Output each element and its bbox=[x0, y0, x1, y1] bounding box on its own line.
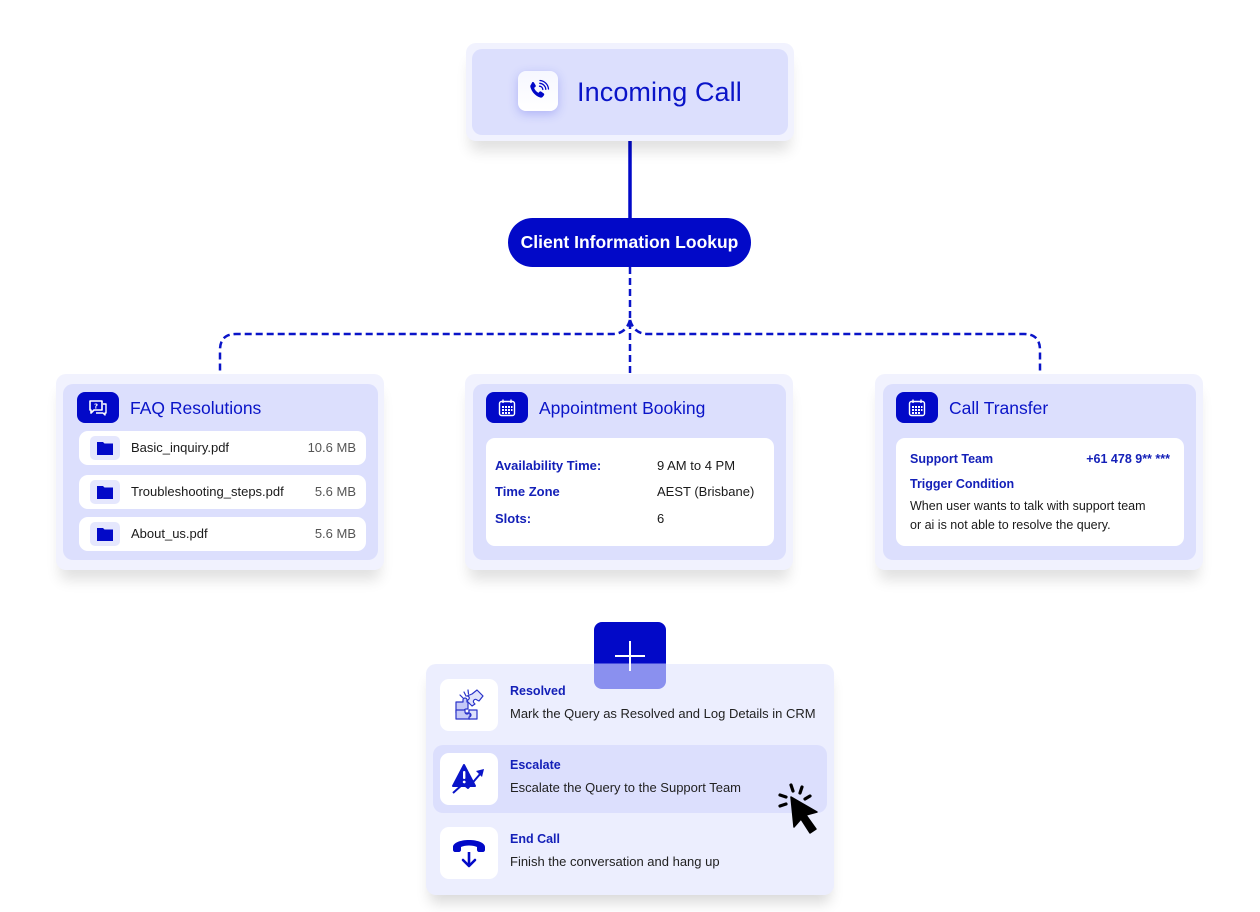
action-icon-box bbox=[440, 827, 498, 879]
calendar-icon bbox=[498, 399, 516, 416]
dashed-branch-right bbox=[628, 319, 1042, 374]
faq-title: FAQ Resolutions bbox=[130, 398, 262, 418]
trigger-condition-text-line1: When user wants to talk with support tea… bbox=[910, 499, 1146, 513]
client-information-lookup-node[interactable]: Client Information Lookup bbox=[508, 218, 751, 267]
slots-value: 6 bbox=[657, 511, 665, 526]
file-icon-box bbox=[90, 436, 120, 460]
action-title: Resolved bbox=[510, 684, 566, 698]
file-name: About_us.pdf bbox=[131, 526, 208, 541]
incoming-call-title: Incoming Call bbox=[577, 77, 742, 107]
action-icon-box bbox=[440, 679, 498, 731]
faq-chat-icon: ? bbox=[89, 399, 107, 416]
action-description: Finish the conversation and hang up bbox=[510, 854, 720, 869]
faq-icon-box: ? bbox=[77, 392, 119, 423]
appointment-icon-box bbox=[486, 392, 528, 423]
availability-time-value: 9 AM to 4 PM bbox=[657, 458, 736, 473]
phone-ringing-icon bbox=[530, 79, 550, 98]
availability-time-label: Availability Time: bbox=[495, 458, 602, 473]
hang-up-icon bbox=[453, 840, 485, 868]
slots-label: Slots: bbox=[495, 511, 532, 526]
actions-panel: Resolved Mark the Query as Resolved and … bbox=[426, 664, 834, 895]
file-icon-box bbox=[90, 480, 120, 504]
file-row[interactable]: Troubleshooting_steps.pdf 5.6 MB bbox=[79, 475, 366, 509]
call-transfer-title: Call Transfer bbox=[949, 398, 1049, 418]
support-team-label: Support Team bbox=[910, 452, 994, 466]
file-name: Troubleshooting_steps.pdf bbox=[131, 484, 284, 499]
file-row[interactable]: About_us.pdf 5.6 MB bbox=[79, 517, 366, 551]
dashed-connectors bbox=[218, 267, 1042, 374]
appointment-booking-card: Appointment Booking Availability Time: 9… bbox=[473, 384, 786, 560]
appointment-details: Availability Time: 9 AM to 4 PM Time Zon… bbox=[486, 438, 774, 546]
faq-resolutions-card: ? FAQ Resolutions Basic_inquiry.pdf 10.6… bbox=[63, 384, 378, 560]
action-title: Escalate bbox=[510, 758, 561, 772]
escalate-warning-icon bbox=[452, 764, 484, 794]
appointment-booking-node[interactable]: Appointment Booking Availability Time: 9… bbox=[465, 374, 793, 570]
action-title: End Call bbox=[510, 832, 561, 846]
faq-resolutions-node[interactable]: ? FAQ Resolutions Basic_inquiry.pdf 10.6… bbox=[56, 374, 384, 570]
folder-icon bbox=[97, 441, 113, 455]
incoming-call-icon-box bbox=[518, 71, 558, 111]
appointment-title: Appointment Booking bbox=[539, 398, 706, 418]
action-escalate[interactable]: Escalate Escalate the Query to the Suppo… bbox=[433, 745, 827, 813]
folder-icon bbox=[97, 527, 113, 541]
support-team-phone: +61 478 9** *** bbox=[1086, 452, 1170, 466]
incoming-call-card: Incoming Call bbox=[472, 49, 788, 135]
trigger-condition-text-line2: or ai is not able to resolve the query. bbox=[910, 518, 1111, 532]
call-transfer-node[interactable]: Call Transfer Support Team +61 478 9** *… bbox=[875, 374, 1203, 570]
dashed-branch-left bbox=[218, 319, 632, 374]
trigger-condition-label: Trigger Condition bbox=[910, 477, 1015, 491]
file-size: 5.6 MB bbox=[314, 526, 356, 541]
action-description: Escalate the Query to the Support Team bbox=[510, 780, 742, 795]
time-zone-value: AEST (Brisbane) bbox=[657, 484, 755, 499]
folder-icon bbox=[97, 485, 113, 499]
action-end-call[interactable]: End Call Finish the conversation and han… bbox=[433, 819, 827, 887]
file-size: 5.6 MB bbox=[314, 484, 356, 499]
plus-icon bbox=[615, 640, 645, 671]
file-name: Basic_inquiry.pdf bbox=[131, 440, 230, 455]
call-transfer-details: Support Team +61 478 9** *** Trigger Con… bbox=[896, 438, 1184, 546]
action-resolved[interactable]: Resolved Mark the Query as Resolved and … bbox=[433, 671, 827, 739]
file-row[interactable]: Basic_inquiry.pdf 10.6 MB bbox=[79, 431, 366, 465]
calendar-icon bbox=[908, 399, 926, 416]
call-transfer-icon-box bbox=[896, 392, 938, 423]
action-description: Mark the Query as Resolved and Log Detai… bbox=[510, 706, 816, 721]
incoming-call-node[interactable]: Incoming Call bbox=[466, 43, 794, 141]
action-icon-box bbox=[440, 753, 498, 805]
svg-text:?: ? bbox=[94, 402, 98, 410]
puzzle-icon bbox=[455, 689, 484, 720]
file-size: 10.6 MB bbox=[307, 440, 356, 455]
time-zone-label: Time Zone bbox=[495, 484, 560, 499]
file-icon-box bbox=[90, 522, 120, 546]
add-action-button[interactable] bbox=[594, 622, 666, 689]
call-transfer-card: Call Transfer Support Team +61 478 9** *… bbox=[883, 384, 1196, 560]
click-cursor-icon bbox=[778, 783, 818, 834]
